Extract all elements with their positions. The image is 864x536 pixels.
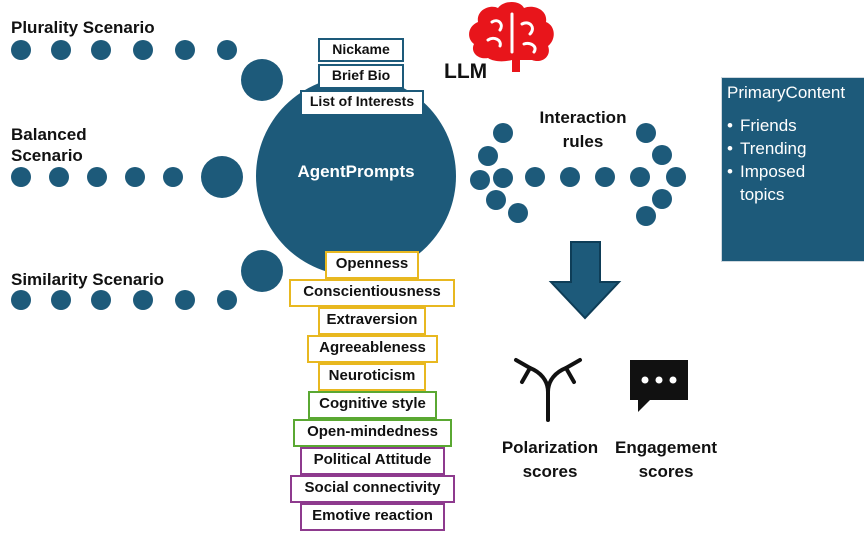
trait-neuroticism: Neuroticism — [318, 363, 426, 391]
list-item: Trending — [727, 137, 806, 160]
trait-emotive-reaction: Emotive reaction — [300, 503, 445, 531]
trait-agreeableness: Agreeableness — [307, 335, 438, 363]
trait-open-mindedness: Open-mindedness — [293, 419, 452, 447]
similarity-scenario-label: Similarity Scenario — [11, 270, 165, 289]
trait-cognitive-style: Cognitive style — [308, 391, 437, 419]
trait-conscientiousness: Conscientiousness — [289, 279, 455, 307]
interaction-dots-left — [470, 123, 650, 223]
balanced-dots — [11, 156, 243, 198]
primary-content-panel: PrimaryContent Friends Trending Imposed … — [721, 77, 864, 262]
down-arrow-icon — [548, 241, 622, 320]
balanced-scenario-label: Balanced Scenario — [11, 125, 87, 165]
list-item: Friends — [727, 114, 806, 137]
chat-bubble-icon — [630, 360, 688, 412]
similarity-dots — [11, 250, 283, 310]
llm-label: LLM — [444, 60, 488, 83]
trait-openness: Openness — [325, 251, 419, 279]
engagement-scores-label: Engagement scores — [614, 438, 718, 481]
prompt-box-interests: List of Interests — [300, 90, 424, 116]
trait-extraversion: Extraversion — [318, 307, 426, 335]
plurality-scenario-label: Plurality Scenario — [11, 18, 155, 37]
polarization-scores-label: Polarization scores — [501, 438, 599, 481]
primary-content-title: PrimaryContent — [727, 83, 846, 102]
primary-content-list: Friends Trending Imposed topics — [727, 114, 806, 206]
list-item: Imposed topics — [727, 160, 806, 206]
agent-prompts-label: AgentPrompts — [297, 162, 415, 181]
interaction-rules-label: Interaction rules — [539, 108, 627, 151]
prompt-box-brief-bio: Brief Bio — [318, 64, 404, 89]
brain-icon — [469, 2, 554, 72]
plurality-dots — [11, 40, 283, 101]
prompt-box-nickname: Nickame — [318, 38, 404, 62]
interaction-dots-right — [636, 123, 686, 226]
trait-social-connectivity: Social connectivity — [290, 475, 455, 503]
trait-political-attitude: Political Attitude — [300, 447, 445, 475]
split-arrow-icon — [514, 358, 582, 422]
agent-prompts-circle — [256, 76, 456, 276]
